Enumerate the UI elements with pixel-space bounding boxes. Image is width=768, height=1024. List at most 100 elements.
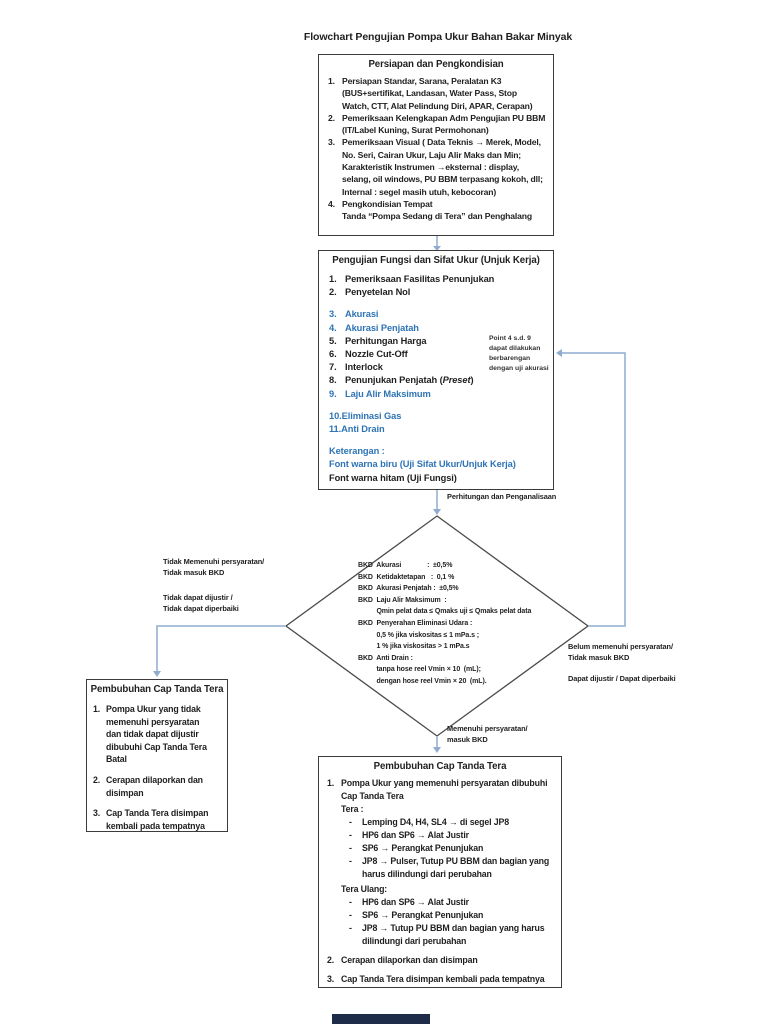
- connector-decision-loop-back: [562, 352, 626, 627]
- bullet-text: SP6 → Perangkat Penunjukan: [362, 910, 484, 920]
- retry-condition-label: Dapat dijustir / Dapat diperbaiki: [568, 674, 676, 683]
- retry-condition-label: Belum memenuhi persyaratan/ Tidak masuk …: [568, 642, 673, 662]
- item-label: Pemeriksaan Fasilitas Penunjukan: [345, 274, 495, 284]
- item-number: 4.: [328, 198, 335, 209]
- item-text: Pompa Ukur yang memenuhi persyaratan dib…: [341, 778, 548, 801]
- prep-item: 1. Persiapan Standar, Sarana, Peralatan …: [328, 75, 548, 112]
- decision-line: BKD Penyerahan Eliminasi Udara :: [358, 619, 473, 627]
- item-text: Pemeriksaan Kelengkapan Adm Pengujian PU…: [342, 112, 546, 136]
- item-label: Penunjukan Penjatah (Preset): [345, 375, 474, 386]
- arrowhead-down-icon: [153, 671, 161, 677]
- decision-criteria: BKD Akurasi : ±0,5% BKD Ketidaktetapan :…: [358, 560, 531, 688]
- tera-ulang-bullet: - HP6 dan SP6 → Alat Justir: [327, 896, 554, 909]
- item-number: 10.: [329, 410, 342, 421]
- item-label: Akurasi Penjatah: [345, 322, 419, 333]
- tera-ulang-bullet: - SP6 → Perangkat Penunjukan: [327, 909, 554, 922]
- item-number: 2.: [327, 955, 335, 965]
- dash-marker: -: [349, 923, 352, 933]
- item-label: Akurasi: [345, 309, 379, 320]
- item-number: 2.: [93, 774, 101, 785]
- pass-item: 2. Cerapan dilaporkan dan disimpan: [327, 954, 554, 967]
- arrowhead-down-icon: [433, 246, 441, 251]
- item-label: Eliminasi Gas: [341, 410, 402, 421]
- fail-box-header: Pembubuhan Cap Tanda Tera: [90, 684, 224, 695]
- bullet-text: HP6 dan SP6 → Alat Justir: [362, 830, 469, 840]
- dash-marker: -: [349, 897, 352, 907]
- item-number: 11.: [329, 424, 342, 435]
- test-item: 3. Akurasi: [329, 308, 548, 321]
- fail-stamp-box: Pembubuhan Cap Tanda Tera 1. Pompa Ukur …: [86, 679, 228, 832]
- connector-decision-to-fail: [156, 625, 286, 673]
- item-text: Persiapan Standar, Sarana, Peralatan K3 …: [342, 76, 533, 111]
- item-label: Penyetelan Nol: [345, 287, 411, 298]
- item-text: Cap Tanda Tera disimpan kembali pada tem…: [341, 974, 545, 984]
- tera-bullet: - SP6 → Perangkat Penunjukan: [327, 842, 554, 855]
- item-text: Pengkondisian Tempat Tanda “Pompa Sedang…: [342, 198, 532, 222]
- test-item: 7. Interlock: [329, 361, 548, 374]
- item-number: 1.: [329, 274, 337, 284]
- test-item: 4. Akurasi Penjatah: [329, 322, 548, 335]
- item-number: 2.: [328, 112, 335, 123]
- prep-box-body: 1. Persiapan Standar, Sarana, Peralatan …: [319, 70, 553, 223]
- item-number: 3.: [329, 309, 337, 320]
- test-item: 11. Anti Drain: [329, 423, 548, 436]
- item-text: Cerapan dilaporkan dan disimpan: [106, 774, 203, 798]
- arrowhead-left-icon: [556, 349, 562, 357]
- item-label: Anti Drain: [341, 424, 385, 435]
- test-item: 2. Penyetelan Nol: [329, 286, 548, 299]
- tera-bullet: - JP8 → Pulser, Tutup PU BBM dan bagian …: [327, 855, 554, 881]
- footer-bar: [332, 1014, 430, 1024]
- arrowhead-down-icon: [433, 747, 441, 753]
- test-item: 6. Nozzle Cut-Off: [329, 348, 548, 361]
- item-label: Interlock: [345, 362, 383, 373]
- tera-bullet: - HP6 dan SP6 → Alat Justir: [327, 829, 554, 842]
- legend-blue-note: Font warna biru (Uji Sifat Ukur/Unjuk Ke…: [329, 459, 516, 470]
- prep-box: Persiapan dan Pengkondisian 1. Persiapan…: [318, 54, 554, 236]
- item-text: Cerapan dilaporkan dan disimpan: [341, 955, 478, 965]
- prep-item: 2. Pemeriksaan Kelengkapan Adm Pengujian…: [328, 112, 548, 137]
- decision-line: 1 % jika viskositas > 1 mPa.s: [358, 643, 470, 651]
- dash-marker: -: [349, 830, 352, 840]
- decision-line: 0,5 % jika viskositas ≤ 1 mPa.s ;: [358, 631, 479, 639]
- decision-line: BKD Laju Alir Maksimum :: [358, 596, 447, 604]
- item-number: 1.: [93, 704, 101, 714]
- fail-item: 2. Cerapan dilaporkan dan disimpan: [93, 774, 222, 799]
- item-number: 6.: [329, 349, 337, 360]
- analysis-step-label: Perhitungan dan Penganalisaan: [447, 492, 557, 501]
- prep-item: 3. Pemeriksaan Visual ( Data Teknis → Me…: [328, 136, 548, 197]
- fail-item: 1. Pompa Ukur yang tidak memenuhi persya…: [93, 703, 222, 766]
- decision-line: tanpa hose reel Vmin × 10 (mL);: [358, 666, 481, 674]
- pass-condition-label: Memenuhi persyaratan/ masuk BKD: [447, 724, 528, 744]
- legend-title: Keterangan :: [329, 446, 385, 457]
- decision-line: BKD Akurasi : ±0,5%: [358, 562, 453, 569]
- pass-item: 3. Cap Tanda Tera disimpan kembali pada …: [327, 973, 554, 986]
- bullet-text: HP6 dan SP6 → Alat Justir: [362, 897, 469, 907]
- dash-marker: -: [349, 910, 352, 920]
- item-label: Perhitungan Harga: [345, 335, 427, 346]
- test-item: 5. Perhitungan Harga: [329, 335, 548, 348]
- fail-condition-label: Tidak Memenuhi persyaratan/ Tidak masuk …: [163, 557, 265, 577]
- item-number: 3.: [327, 974, 335, 984]
- fail-item: 3. Cap Tanda Tera disimpan kembali pada …: [93, 807, 222, 831]
- item-number: 1.: [327, 778, 335, 788]
- item-number: 8.: [329, 375, 337, 386]
- arrowhead-down-icon: [433, 509, 441, 515]
- bracket-side-note: Point 4 s.d. 9 dapat dilakukan berbareng…: [489, 335, 549, 372]
- pass-stamp-box: Pembubuhan Cap Tanda Tera 1. Pompa Ukur …: [318, 756, 562, 988]
- decision-line: BKD Ketidaktetapan : 0,1 %: [358, 573, 455, 581]
- legend-black-note: Font warna hitam (Uji Fungsi): [329, 472, 457, 483]
- item-number: 3.: [93, 808, 101, 819]
- dash-marker: -: [349, 843, 352, 853]
- test-item: 9. Laju Alir Maksimum: [329, 388, 548, 401]
- fail-box-body: 1. Pompa Ukur yang tidak memenuhi persya…: [87, 695, 227, 831]
- tera-ulang-subheader: Tera Ulang:: [341, 884, 388, 894]
- bullet-text: SP6 → Perangkat Penunjukan: [362, 843, 484, 853]
- pass-item: 1. Pompa Ukur yang memenuhi persyaratan …: [327, 777, 554, 803]
- dash-marker: -: [349, 856, 352, 866]
- item-label: Nozzle Cut-Off: [345, 349, 408, 360]
- page-title: Flowchart Pengujian Pompa Ukur Bahan Bak…: [303, 31, 573, 43]
- item-text: Cap Tanda Tera disimpan kembali pada tem…: [106, 808, 209, 831]
- prep-item: 4. Pengkondisian Tempat Tanda “Pompa Sed…: [328, 198, 548, 223]
- pass-box-header: Pembubuhan Cap Tanda Tera: [373, 761, 507, 772]
